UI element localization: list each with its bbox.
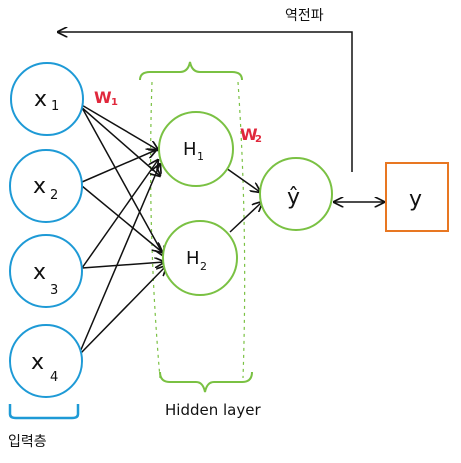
hidden-layer-caption: Hidden layer <box>165 401 261 419</box>
svg-text:ŷ: ŷ <box>287 185 300 210</box>
edge-x3-h1 <box>81 160 158 269</box>
edge-x1-h1b <box>79 105 160 176</box>
input-node-x2: x 2 <box>9 149 83 223</box>
edge-x4-h1 <box>79 164 160 353</box>
backprop-label: 역전파 <box>285 8 324 24</box>
edge-x3-h2 <box>81 262 164 269</box>
svg-text:2: 2 <box>50 188 58 203</box>
edge-h1-y <box>225 167 260 192</box>
svg-text:1: 1 <box>111 97 118 108</box>
edge-x4-h2 <box>79 266 166 355</box>
hidden-layer-boundary-right <box>237 81 246 379</box>
svg-text:W: W <box>240 125 258 144</box>
svg-text:3: 3 <box>50 283 58 298</box>
edge-x2-h2 <box>81 185 162 252</box>
input-layer-bracket <box>8 404 80 420</box>
hidden-layer-boundary-left <box>150 81 161 379</box>
svg-text:y: y <box>409 187 422 212</box>
edge-x2-h1 <box>81 150 156 183</box>
edge-h2-y <box>229 202 262 233</box>
input-layer-caption: 입력층 <box>8 434 47 450</box>
svg-text:x: x <box>31 350 44 375</box>
hidden-layer-top-brace <box>139 61 243 81</box>
svg-text:H: H <box>183 139 197 160</box>
svg-text:4: 4 <box>50 370 58 385</box>
svg-text:H: H <box>186 248 200 269</box>
svg-text:x: x <box>34 87 47 112</box>
svg-text:1: 1 <box>51 99 59 114</box>
target-box: y <box>385 162 449 232</box>
input-node-x3: x 3 <box>9 234 83 308</box>
hidden-node-h2: H 2 <box>162 220 238 296</box>
edge-x1-h1 <box>79 103 158 150</box>
svg-text:x: x <box>33 260 46 285</box>
hidden-layer-bottom-brace <box>159 371 253 393</box>
svg-text:W: W <box>94 88 112 107</box>
svg-text:x: x <box>33 174 46 199</box>
hidden-to-output-connections <box>225 167 262 233</box>
svg-text:2: 2 <box>255 134 262 145</box>
weight-label-w1: W 1 <box>94 88 118 108</box>
hidden-node-h1: H 1 <box>158 111 234 187</box>
output-node-y-hat: ŷ <box>259 157 333 231</box>
input-node-x1: x 1 <box>10 62 84 136</box>
svg-text:1: 1 <box>197 150 204 163</box>
input-node-x4: x 4 <box>9 324 83 398</box>
input-to-hidden-connections <box>79 103 166 355</box>
weight-label-w2: W 2 <box>240 125 262 145</box>
backprop-arrow <box>58 32 353 172</box>
svg-text:2: 2 <box>200 260 207 273</box>
edge-x1-h2 <box>79 103 164 256</box>
